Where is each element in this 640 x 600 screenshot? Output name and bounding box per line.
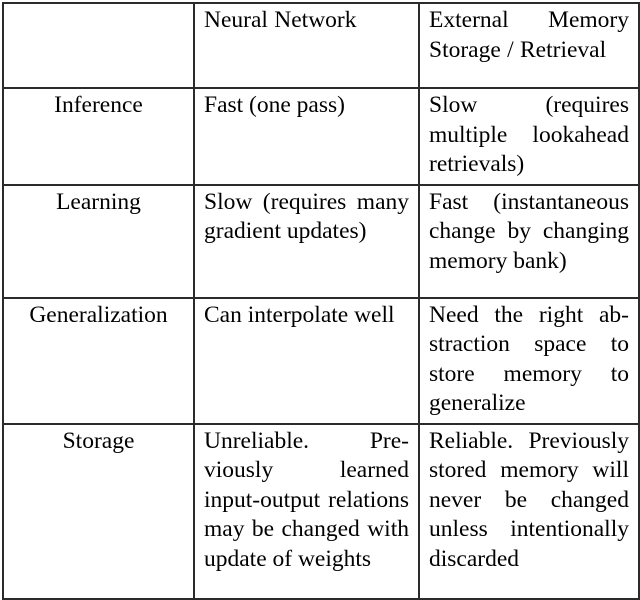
column-header-neural-network: Neural Network [193, 2, 420, 89]
column-header-external-memory: External Mem­ory Storage / Retrieval [418, 2, 640, 89]
cell-generalization-external-memory: Need the right ab­straction space to sto… [418, 296, 640, 425]
cell-storage-external-memory: Reliable. Pre­viously stored memory will… [418, 422, 640, 600]
table-header-row: Neural Network External Mem­ory Storage … [2, 2, 640, 89]
row-label-storage: Storage [2, 422, 195, 600]
table-corner-cell [2, 2, 195, 89]
table-row: Generalization Can interpolate well Need… [2, 296, 640, 425]
table-row: Learning Slow (requires many gradient up… [2, 183, 640, 299]
table-row: Inference Fast (one pass) Slow (requires… [2, 87, 640, 186]
cell-inference-neural-network: Fast (one pass) [193, 87, 420, 186]
table-row: Storage Unreliable. Pre­viously learned … [2, 422, 640, 600]
cell-learning-external-memory: Fast (instanta­neous change by changing … [418, 183, 640, 299]
row-label-learning: Learning [2, 183, 195, 299]
cell-learning-neural-network: Slow (requires many gradient updates) [193, 183, 420, 299]
row-label-inference: Inference [2, 87, 195, 186]
cell-generalization-neural-network: Can interpolate well [193, 296, 420, 425]
cell-inference-external-memory: Slow (requires multiple look­ahead retri… [418, 87, 640, 186]
cell-storage-neural-network: Unreliable. Pre­viously learned input-ou… [193, 422, 420, 600]
row-label-generalization: Generalization [2, 296, 195, 425]
